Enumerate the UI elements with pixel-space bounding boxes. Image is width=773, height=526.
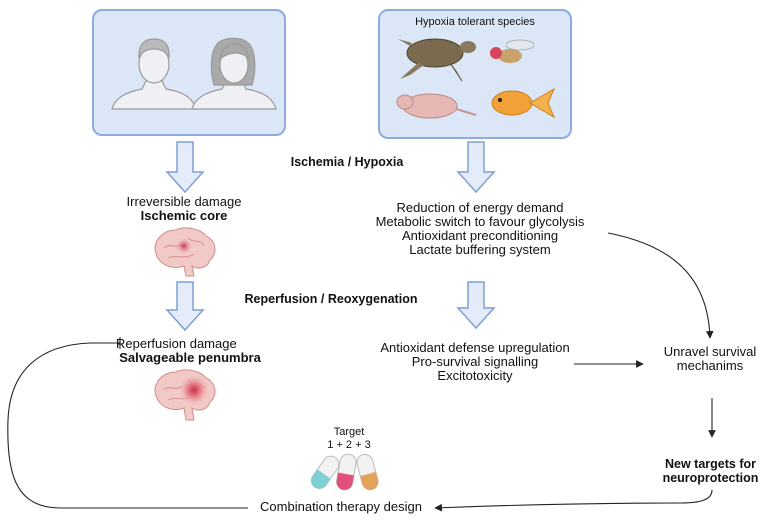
targets-line-2: neuroprotection <box>662 470 759 485</box>
feedback-inhibition-loop <box>7 342 248 509</box>
tolerant-species-title: Hypoxia tolerant species <box>415 16 535 28</box>
ischemia-hypoxia-label: Ischemia / Hypoxia <box>290 155 404 169</box>
woman-icon <box>191 37 277 110</box>
targets-line-1: New targets for <box>665 457 756 471</box>
block-arrow-right-1 <box>456 141 496 194</box>
response-item: Pro-survival signalling <box>411 354 539 370</box>
brain-ischemic-core-icon <box>154 227 216 277</box>
turtle-icon <box>398 38 476 82</box>
unravel-line-1: Unravel survival <box>663 344 757 359</box>
target-formula: 1 + 2 + 3 <box>327 439 371 451</box>
brain-penumbra-icon <box>154 369 216 421</box>
target-title: Target <box>333 426 365 438</box>
species-figures <box>396 38 556 119</box>
curve-to-unravel <box>607 232 714 339</box>
new-targets-text: New targets for neuroprotection <box>648 457 773 485</box>
unravel-line-2: mechanims <box>676 358 744 374</box>
irreversible-damage-text: Irreversible damage <box>126 194 242 209</box>
block-arrow-right-2 <box>456 281 496 330</box>
response-item: Lactate buffering system <box>409 242 551 258</box>
capsule-3 <box>356 453 379 491</box>
response-item: Antioxidant defense upregulation <box>380 340 570 355</box>
combination-therapy-text: Combination therapy design <box>260 499 422 514</box>
arrow-to-combination <box>434 489 713 512</box>
capsules-icon <box>310 453 379 491</box>
response-item: Reduction of energy demand <box>396 200 564 215</box>
naked-mole-rat-icon <box>396 93 477 119</box>
tolerant-species-panel: Hypoxia tolerant species <box>378 9 572 139</box>
response-item: Excitotoxicity <box>437 368 513 384</box>
capsule-2 <box>336 453 357 491</box>
reperfusion-reoxygenation-label: Reperfusion / Reoxygenation <box>244 292 418 306</box>
responses-list-1: Reduction of energy demand Metabolic swi… <box>340 200 620 258</box>
capsule-1 <box>310 455 340 490</box>
response-item: Metabolic switch to favour glycolysis <box>375 214 585 230</box>
man-icon <box>111 38 197 110</box>
ischemic-core-text: Ischemic core <box>140 208 228 223</box>
salvageable-penumbra-text: Salvageable penumbra <box>119 350 261 365</box>
block-arrow-left-2 <box>165 281 205 332</box>
human-panel <box>92 9 286 136</box>
goldfish-icon <box>491 87 556 119</box>
block-arrow-left-1 <box>165 141 205 194</box>
fruit-fly-icon <box>490 39 535 63</box>
reperfusion-damage-text: Reperfusion damage <box>116 336 237 351</box>
unravel-survival-mechanisms: Unravel survival mechanims <box>650 344 770 374</box>
response-item: Antioxidant preconditioning <box>401 228 559 244</box>
responses-list-2: Antioxidant defense upregulation Pro-sur… <box>350 340 600 384</box>
human-figures <box>111 37 277 110</box>
